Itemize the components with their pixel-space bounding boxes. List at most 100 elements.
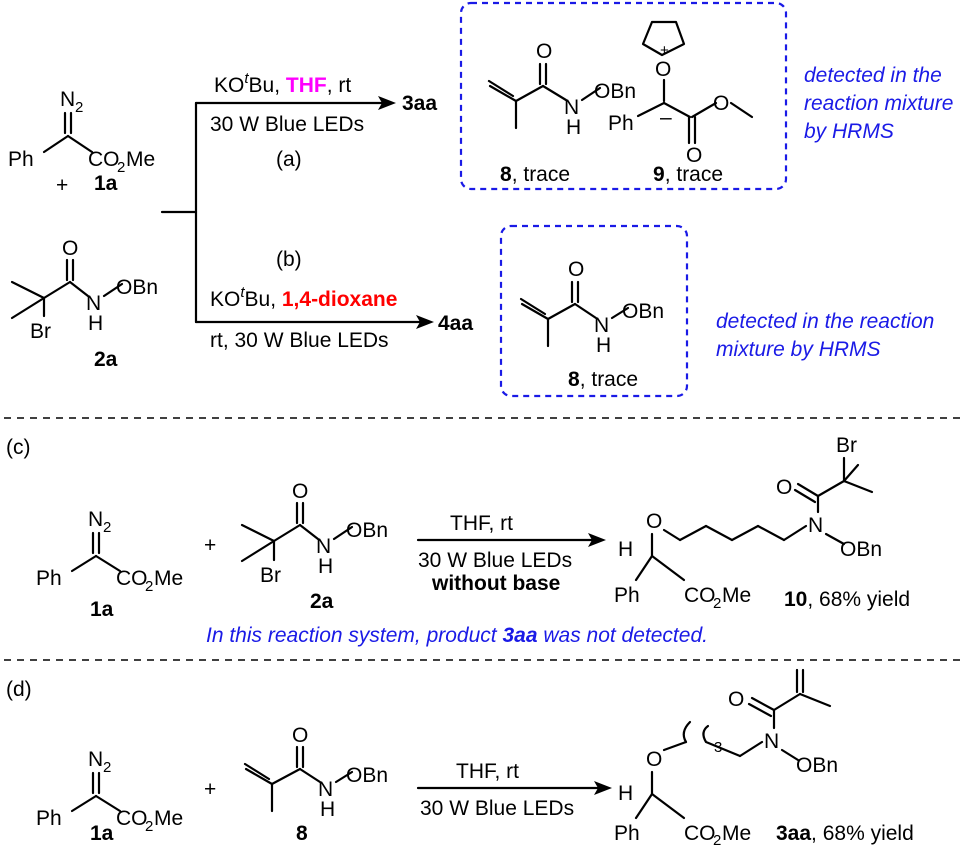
atom-label: H — [318, 555, 333, 578]
product-label: 4aa — [438, 312, 473, 335]
hrms-note: detected in the — [804, 64, 942, 87]
atom-label: H — [596, 334, 611, 357]
atom-label: O — [686, 144, 702, 167]
atom-label: Ph — [608, 112, 634, 135]
detected-box-a — [459, 1, 788, 191]
atom-label: 2 — [145, 818, 153, 835]
atom-label: OBn — [622, 300, 664, 323]
condition-line-2: rt, 30 W Blue LEDs — [210, 329, 389, 352]
condition-line-2: 30 W Blue LEDs — [420, 797, 574, 820]
atom-label: O — [713, 92, 729, 115]
condition-line-1: THF, rt — [456, 760, 519, 783]
atom-label: OBn — [346, 519, 388, 542]
atom-label: OBn — [346, 764, 388, 787]
atom-label: H — [618, 538, 633, 561]
atom-label: N — [564, 96, 579, 119]
compound-label: 2a — [94, 348, 118, 371]
atom-label: Me — [126, 148, 155, 171]
atom-label: N — [808, 514, 823, 537]
atom-label: CO — [116, 567, 148, 590]
atom-label: OBn — [796, 754, 838, 777]
part-tag: (d) — [6, 678, 32, 701]
atom-label: H — [566, 116, 581, 139]
atom-label: O — [776, 476, 792, 499]
atom-label: O — [728, 688, 744, 711]
route-a: KOtBu, THF, rt 30 W Blue LEDs (a) 3aa O … — [194, 1, 953, 191]
atom-label: N — [86, 292, 101, 315]
atom-label: Br — [836, 434, 857, 457]
atom-label: H — [320, 798, 335, 821]
atom-label: O — [62, 237, 78, 260]
atom-label: N — [594, 314, 609, 337]
route-b: (b) KOtBu, 1,4-dioxane rt, 30 W Blue LED… — [194, 224, 934, 398]
atom-label: 2 — [103, 519, 111, 536]
atom-label: N — [60, 88, 75, 111]
atom-label: Ph — [614, 822, 640, 845]
condition-line-1: THF, rt — [450, 512, 513, 535]
atom-label: Br — [30, 320, 51, 343]
compound-label: 1a — [90, 598, 114, 621]
atom-label: Ph — [8, 148, 34, 171]
reagent-1a-top: N 2 Ph CO 2 Me + 1a — [8, 88, 155, 197]
atom-label: 2 — [75, 99, 83, 116]
product-3aa: O N OBn 3 O H Ph CO 2 Me 3aa, 68% yield — [614, 668, 914, 846]
part-c: (c) N 2 Ph CO 2 Me 1a + O Br N H OBn — [6, 434, 910, 647]
condition-line-3: without base — [431, 572, 560, 595]
atom-label: Me — [722, 822, 751, 845]
atom-label: Me — [154, 807, 183, 830]
atom-label: O — [568, 258, 584, 281]
route-tag: (b) — [276, 248, 302, 271]
atom-label: Ph — [36, 807, 62, 830]
compound-label: 1a — [90, 822, 114, 845]
route-tag: (a) — [276, 148, 302, 171]
compound-label: 1a — [94, 172, 118, 195]
compound-caption: 8, trace — [500, 163, 570, 186]
atom-label: OBn — [116, 276, 158, 299]
atom-label: Me — [154, 567, 183, 590]
part-tag: (c) — [6, 436, 31, 459]
atom-label: O — [646, 510, 662, 533]
atom-label: 2 — [103, 759, 111, 776]
plus-sign: + — [56, 174, 68, 197]
atom-label: O — [655, 58, 671, 81]
plus-sign: + — [204, 778, 216, 801]
atom-label: N — [764, 730, 779, 753]
atom-label: O — [536, 40, 552, 63]
atom-label: H — [618, 782, 633, 805]
atom-label: 2 — [713, 595, 721, 612]
product-10: Br O N OBn O H Ph CO 2 Me 10 — [614, 434, 910, 612]
atom-label: N — [318, 778, 333, 801]
compound-caption: 9, trace — [653, 163, 723, 186]
atom-label: Ph — [614, 584, 640, 607]
atom-label: O — [292, 480, 308, 503]
product-label: 3aa — [402, 92, 437, 115]
compound-caption: 10, 68% yield — [784, 588, 910, 611]
part-d: (d) N 2 Ph CO 2 Me 1a + O N H OBn 8 — [6, 668, 914, 846]
compound-caption: 3aa, 68% yield — [776, 822, 914, 845]
detected-box-b — [499, 224, 689, 398]
condition-line-1: KOtBu, 1,4-dioxane — [210, 284, 397, 311]
reagent-1a-d: N 2 Ph CO 2 Me 1a — [36, 748, 183, 845]
hrms-note: by HRMS — [804, 120, 894, 143]
atom-label: N — [88, 748, 103, 771]
atom-label: CO — [684, 822, 716, 845]
atom-label: N — [88, 508, 103, 531]
condition-line-2: 30 W Blue LEDs — [210, 113, 364, 136]
note-not-detected: In this reaction system, product 3aa was… — [206, 624, 708, 647]
atom-label: Br — [260, 564, 281, 587]
branch-connector — [160, 101, 198, 324]
structure-8-a: O N H OBn 8, trace — [487, 40, 636, 186]
atom-label: CO — [88, 148, 120, 171]
structure-9: O + Ph – O O 9, trace — [608, 20, 754, 186]
compound-label: 8 — [296, 822, 308, 845]
condition-line-2: 30 W Blue LEDs — [418, 549, 572, 572]
compound-label: 2a — [310, 590, 334, 613]
atom-label: CO — [684, 584, 716, 607]
plus-sign: + — [204, 534, 216, 557]
reagent-2a-c: O Br N H OBn 2a — [240, 480, 388, 613]
reagent-1a-c: N 2 Ph CO 2 Me 1a — [36, 508, 183, 621]
atom-label: O — [646, 748, 662, 771]
charge-label: – — [660, 106, 672, 129]
hrms-note: detected in the reaction — [716, 310, 934, 333]
